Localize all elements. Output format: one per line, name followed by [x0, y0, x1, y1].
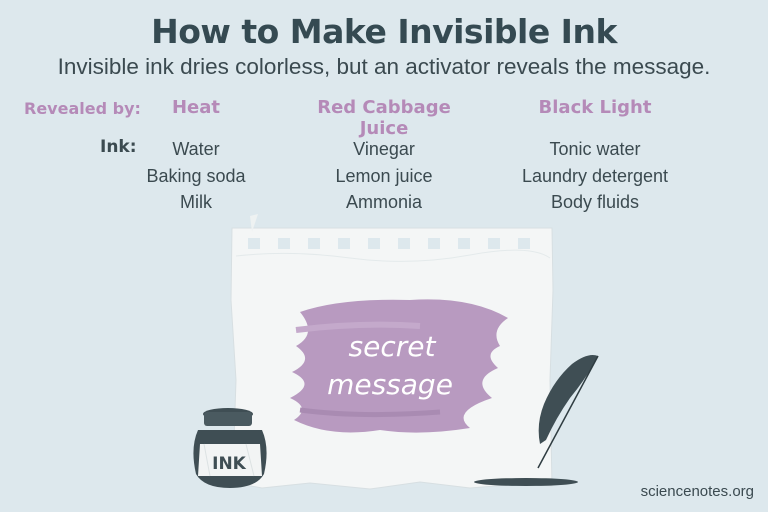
- list-item: Tonic water: [549, 139, 641, 159]
- red-cabbage-ink-list: Vinegar Lemon juice Ammonia: [314, 136, 454, 216]
- heading-black-light: Black Light: [538, 97, 652, 118]
- list-item: Lemon juice: [335, 165, 433, 186]
- ink-label: Ink:: [100, 137, 137, 157]
- list-item: Water: [172, 139, 220, 159]
- page-title: How to Make Invisible Ink: [151, 12, 617, 51]
- ink-jar-label: INK: [212, 454, 247, 474]
- list-item: Ammonia: [345, 192, 423, 212]
- list-item: Vinegar: [353, 139, 415, 159]
- list-item: Baking soda: [146, 165, 246, 186]
- heading-heat: Heat: [171, 97, 221, 118]
- list-item: Milk: [180, 192, 212, 212]
- secret-message-smear: secret message: [290, 299, 508, 433]
- quill-icon: [474, 355, 599, 486]
- ink-jar-illustration: INK: [193, 408, 267, 488]
- secret-text: secret: [349, 330, 437, 363]
- heat-ink-list: Water Baking soda Milk: [130, 136, 262, 216]
- revealed-by-label: Revealed by:: [24, 99, 141, 118]
- credit-text: sciencenotes.org: [640, 483, 754, 500]
- page-subtitle: Invisible ink dries colorless, but an ac…: [57, 54, 711, 79]
- list-item: Body fluids: [550, 192, 640, 212]
- black-light-ink-list: Tonic water Laundry detergent Body fluid…: [506, 136, 684, 216]
- message-text: message: [327, 368, 453, 401]
- heading-red-cabbage-juice: Red Cabbage Juice: [317, 97, 451, 139]
- list-item: Laundry detergent: [521, 165, 669, 186]
